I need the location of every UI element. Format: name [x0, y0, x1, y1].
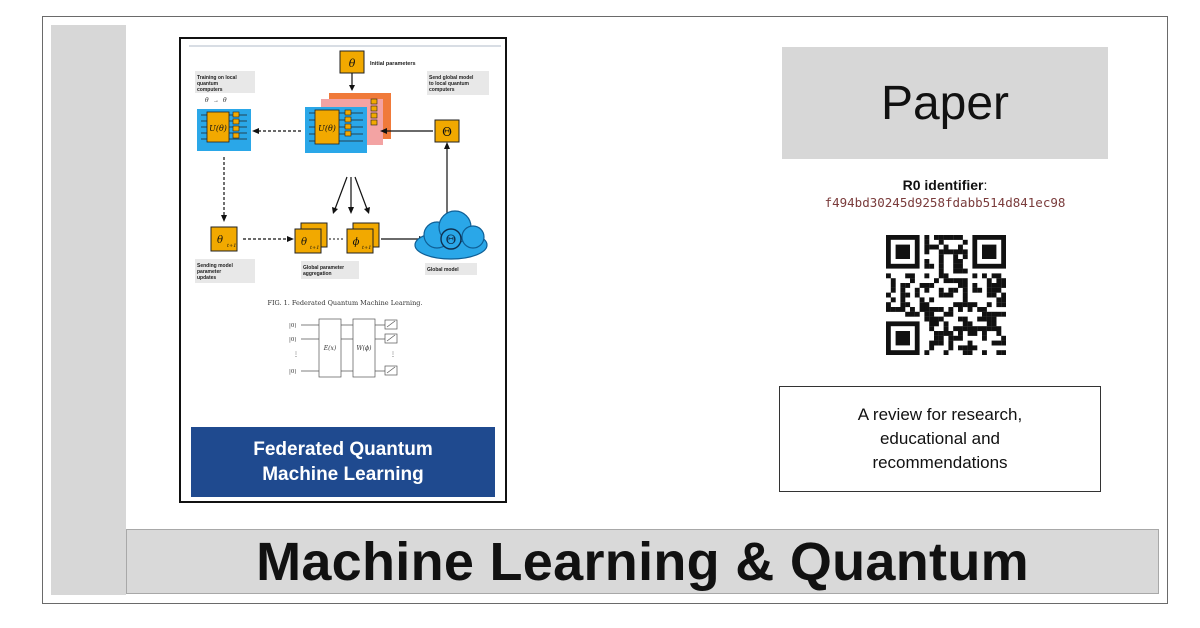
paper-cover[interactable]: θ Initial parameters Training on local q… — [179, 37, 507, 503]
aggregation-label-line2: aggregation — [303, 271, 332, 277]
phi-label: ϕ — [353, 237, 360, 248]
svg-text:|0⟩: |0⟩ — [289, 368, 297, 375]
training-label-line3: computers — [197, 87, 223, 93]
cover-title-line1: Federated Quantum — [253, 439, 433, 460]
initial-parameters-label: Initial parameters — [370, 61, 416, 67]
send-global-line1: Send global model — [429, 75, 474, 81]
circuit-ket-1: |0⟩ — [289, 322, 297, 329]
svg-text:→: → — [213, 98, 219, 104]
svg-text:t+1: t+1 — [362, 245, 371, 251]
send-global-line3: computers — [429, 87, 455, 93]
cover-title-banner: Federated Quantum Machine Learning — [191, 427, 495, 497]
topic-banner: Machine Learning & Quantum — [126, 529, 1159, 594]
svg-text:Θ: Θ — [446, 233, 457, 248]
training-label-line2: quantum — [197, 81, 219, 87]
svg-text:t+1: t+1 — [227, 243, 236, 249]
aggregation-label-line1: Global parameter — [303, 265, 344, 271]
svg-text:θ: θ — [301, 237, 307, 248]
rid-label: R0 identifier: — [902, 177, 988, 193]
local-u-theta-label: U(θ) — [209, 124, 227, 133]
circuit-e-label: E(x) — [323, 345, 337, 352]
review-line2: educational and — [879, 429, 1001, 448]
review-line3: recommendations — [872, 453, 1008, 472]
review-description-box: A review for research, educational and r… — [779, 386, 1101, 492]
svg-text:⋮: ⋮ — [293, 352, 299, 358]
theta-subscript: t+1 — [310, 245, 319, 251]
rid-value[interactable]: f494bd30245d9258fdabb514d841ec98 — [824, 195, 1066, 210]
paper-label-box: Paper — [782, 47, 1108, 159]
sending-label-line2: parameter — [197, 269, 221, 275]
qr-code-icon[interactable] — [886, 235, 1006, 355]
figure-caption: FIG. 1. Federated Quantum Machine Learni… — [267, 299, 422, 307]
training-label-line1: Training on local — [197, 75, 237, 81]
topic-banner-text: Machine Learning & Quantum — [256, 531, 1029, 592]
review-line1: A review for research, — [857, 405, 1023, 424]
federated-qml-figure: θ Initial parameters Training on local q… — [195, 50, 489, 378]
svg-text:θ: θ — [223, 97, 227, 104]
paper-label: Paper — [880, 76, 1010, 130]
cover-title-line2: Machine Learning — [262, 464, 424, 485]
sending-theta-label: θ — [217, 235, 223, 246]
update-rule-label: θ — [205, 97, 209, 104]
sending-label-line1: Sending model — [197, 263, 233, 269]
svg-text:|0⟩: |0⟩ — [289, 336, 297, 343]
sending-label-line3: updates — [197, 275, 216, 281]
send-global-line2: to local quantum — [429, 81, 470, 87]
cover-top-rule — [189, 45, 501, 47]
circuit-w-label: W(ϕ) — [357, 345, 373, 352]
global-model-label: Global model — [427, 267, 459, 273]
poster-frame: θ Initial parameters Training on local q… — [42, 16, 1168, 604]
left-accent-bar — [51, 25, 126, 595]
svg-text:⋮: ⋮ — [390, 352, 396, 358]
initial-theta-symbol: θ — [349, 57, 356, 70]
rid-label-text: R0 identifier — [902, 177, 984, 193]
svg-text:U(θ): U(θ) — [318, 124, 336, 133]
global-theta-box-label: Θ — [442, 125, 452, 139]
